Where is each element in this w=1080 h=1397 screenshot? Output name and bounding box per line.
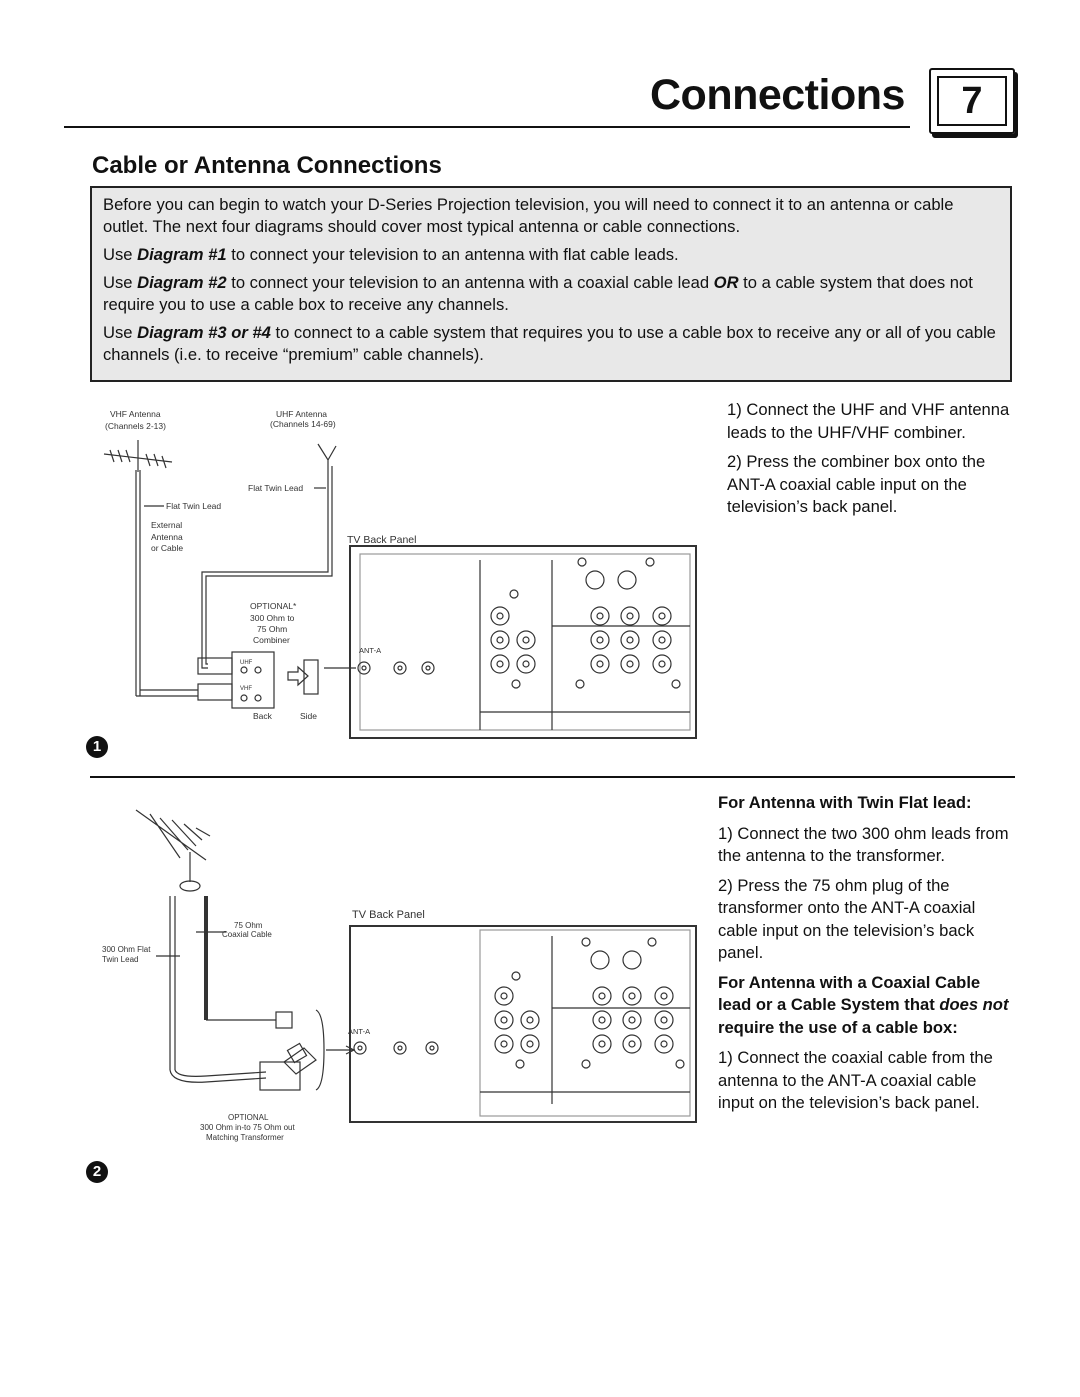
- section-divider: [90, 776, 1015, 778]
- label-optional: OPTIONAL*: [250, 601, 297, 611]
- label-combiner: Combiner: [253, 635, 290, 645]
- label-side: Side: [300, 711, 317, 721]
- label-antenna: Antenna: [151, 532, 183, 542]
- label-uhf: UHF: [240, 660, 253, 666]
- section-title: Cable or Antenna Connections: [92, 152, 442, 179]
- label-300-ohm-flat: 300 Ohm Flat: [102, 945, 151, 954]
- chapter-title: Connections: [650, 71, 905, 119]
- intro-paragraph-4: Use Diagram #3 or #4 to connect to a cab…: [103, 323, 996, 364]
- diagram-2-heading-1: For Antenna with Twin Flat lead:: [718, 793, 972, 812]
- label-ant-a: ANT-A: [348, 1027, 370, 1036]
- label-ant-a: ANT-A: [359, 646, 381, 655]
- label-vhf-antenna: VHF Antenna: [110, 409, 161, 419]
- label-transformer-1: 300 Ohm in-to 75 Ohm out: [200, 1123, 295, 1132]
- diagram-2-step-3: 1) Connect the coaxial cable from the an…: [718, 1048, 993, 1112]
- diagram-2-step-1: 1) Connect the two 300 ohm leads from th…: [718, 823, 1009, 866]
- label-tv-back-panel: TV Back Panel: [352, 909, 425, 921]
- label-75-ohm: 75 Ohm: [257, 624, 287, 634]
- intro-paragraph-1: Before you can begin to watch your D-Ser…: [103, 195, 954, 236]
- label-vhf: VHF: [240, 686, 252, 692]
- diagram-1-step-2: 2) Press the combiner box onto the ANT-A…: [727, 452, 986, 516]
- intro-paragraph-2: Use Diagram #1 to connect your televisio…: [103, 245, 679, 264]
- label-75-ohm: 75 Ohm: [234, 921, 263, 930]
- diagram-2-steps: For Antenna with Twin Flat lead: 1) Conn…: [718, 792, 1016, 1122]
- diagram-1: VHF Antenna (Channels 2-13) UHF Antenna …: [103, 409, 697, 739]
- label-coaxial-cable: Coaxial Cable: [222, 930, 272, 939]
- label-transformer-2: Matching Transformer: [206, 1133, 284, 1142]
- intro-box: Before you can begin to watch your D-Ser…: [90, 186, 1012, 382]
- page-number: 7: [937, 76, 1007, 126]
- diagram-1-badge: 1: [86, 736, 108, 758]
- label-uhf-channels: (Channels 14-69): [270, 419, 336, 429]
- diagram-1-step-1: 1) Connect the UHF and VHF antenna leads…: [727, 400, 1010, 442]
- diagram-2: 75 Ohm Coaxial Cable 300 Ohm Flat Twin L…: [102, 809, 697, 1142]
- label-back: Back: [253, 711, 273, 721]
- page-number-box: 7: [929, 68, 1015, 134]
- label-vhf-channels: (Channels 2-13): [105, 421, 166, 431]
- diagram-2-step-2: 2) Press the 75 ohm plug of the transfor…: [718, 875, 976, 963]
- label-or-cable: or Cable: [151, 543, 183, 553]
- label-twin-lead: Twin Lead: [102, 955, 138, 964]
- label-tv-back-panel: TV Back Panel: [347, 534, 416, 546]
- label-optional: OPTIONAL: [228, 1113, 269, 1122]
- label-flat-twin-lead-left: Flat Twin Lead: [166, 501, 221, 511]
- label-uhf-antenna: UHF Antenna: [276, 409, 327, 419]
- intro-paragraph-3: Use Diagram #2 to connect your televisio…: [103, 273, 973, 314]
- diagram-2-heading-2: For Antenna with a Coaxial Cable lead or…: [718, 972, 1009, 1037]
- header-rule: [64, 126, 910, 128]
- label-flat-twin-lead-right: Flat Twin Lead: [248, 483, 303, 493]
- label-300-ohm: 300 Ohm to: [250, 613, 295, 623]
- diagram-2-badge: 2: [86, 1161, 108, 1183]
- label-external: External: [151, 520, 182, 530]
- diagram-1-steps: 1) Connect the UHF and VHF antenna leads…: [727, 399, 1017, 526]
